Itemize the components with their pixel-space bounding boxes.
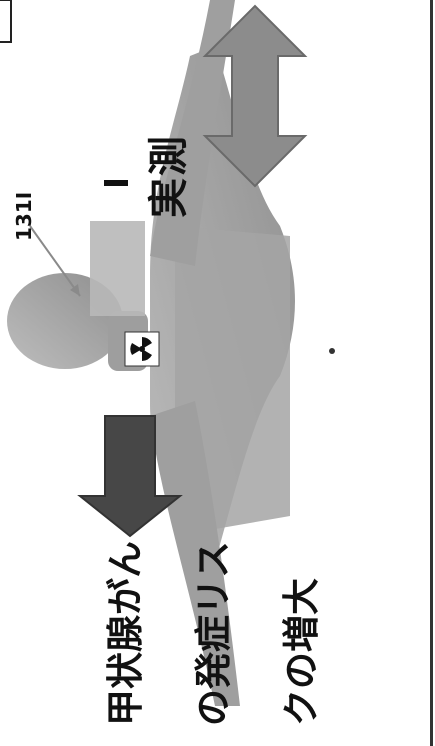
corner-bracket bbox=[0, 0, 12, 43]
risk-text-block: 甲状腺がん の発症リス クの増大 bbox=[60, 541, 368, 726]
measurement-probe bbox=[90, 221, 145, 316]
measurement-dash bbox=[104, 180, 128, 186]
navel-mark bbox=[329, 348, 335, 354]
measured-label: 実測 bbox=[136, 134, 194, 218]
risk-line-3: クの増大 bbox=[280, 541, 324, 726]
isotope-label: 131I bbox=[12, 192, 36, 241]
risk-line-1: 甲状腺がん bbox=[104, 541, 148, 726]
bottom-rule bbox=[430, 0, 433, 746]
radiation-icon bbox=[125, 332, 159, 366]
risk-line-2: の発症リス bbox=[192, 541, 236, 726]
